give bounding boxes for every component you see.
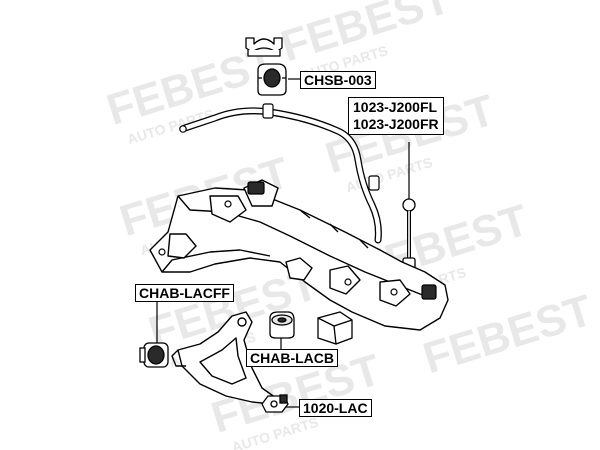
stabilizer-bushing-clamp	[245, 37, 283, 57]
label-1023-j200: 1023-J200FL 1023-J200FR	[348, 97, 444, 135]
front-arm-bushing	[139, 342, 169, 368]
label-chab-lacb: CHAB-LACB	[246, 349, 338, 367]
subframe-mount-blocks	[158, 181, 437, 300]
label-1020-lac-text: 1020-LAC	[303, 400, 368, 416]
stabilizer-bushing	[257, 63, 287, 96]
label-1023-j200fl-text: 1023-J200FL	[353, 99, 438, 115]
label-chab-lacff: CHAB-LACFF	[135, 284, 234, 302]
front-subframe	[149, 179, 449, 331]
label-1023-j200fr-text: 1023-J200FR	[353, 116, 439, 132]
rear-arm-bushing-mount	[317, 311, 353, 345]
rear-arm-bushing	[269, 311, 295, 339]
label-chab-lacb-text: CHAB-LACB	[250, 350, 334, 366]
label-1020-lac: 1020-LAC	[299, 399, 372, 417]
lower-control-arm	[171, 311, 277, 405]
label-chsb-003: CHSB-003	[300, 71, 376, 89]
label-chab-lacff-text: CHAB-LACFF	[139, 285, 230, 301]
watermark-layer: FEBEST AUTO PARTS FEBEST AUTO PARTS FEBE…	[101, 0, 598, 450]
label-chsb-003-text: CHSB-003	[304, 72, 372, 88]
stabilizer-bar	[179, 103, 382, 244]
ball-joint	[261, 394, 289, 413]
